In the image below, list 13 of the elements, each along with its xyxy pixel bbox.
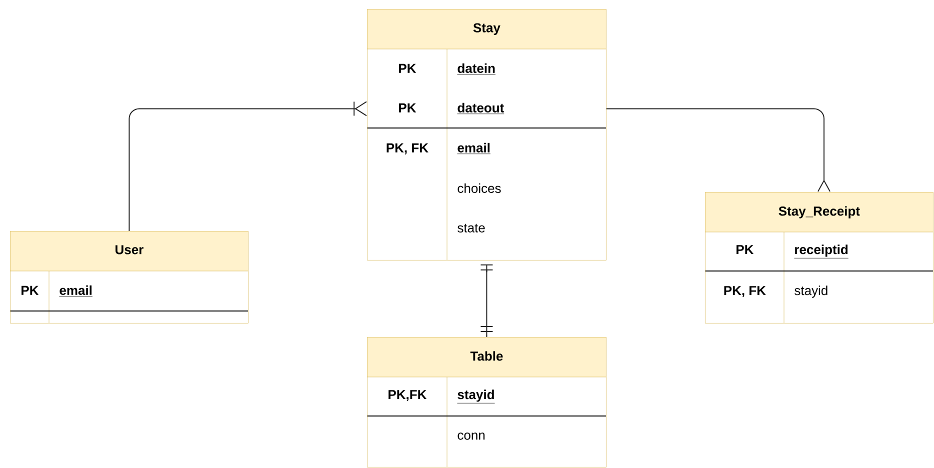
relationship-line [480,264,494,337]
table-row: PK email [22,285,93,297]
relationship-line [606,108,830,192]
table-row: PK receiptid [736,244,849,258]
table-row: state [458,224,485,232]
table-row: PK, FK email [386,142,491,154]
table-row: PK dateout [399,102,504,114]
table-row: PK,FK stayid [388,390,495,404]
table-row: choices [458,183,501,193]
table-row: conn [458,432,485,440]
table-row: PK datein [399,63,496,75]
relationship-line [128,101,367,232]
table-row: PK, FK stayid [724,286,828,298]
